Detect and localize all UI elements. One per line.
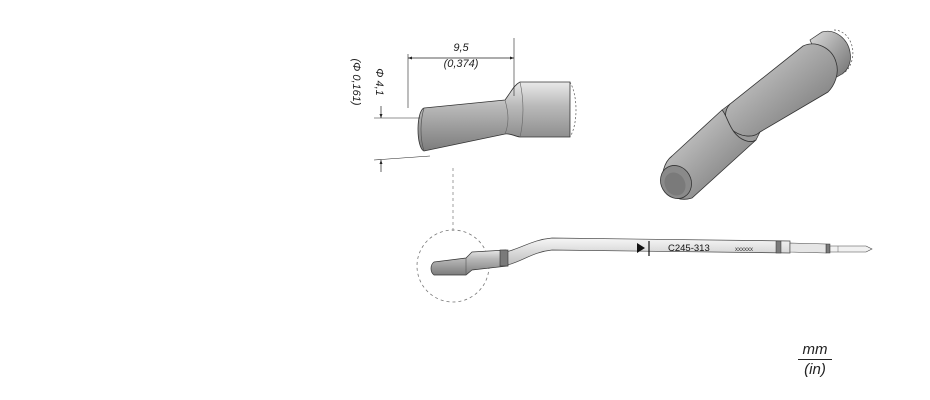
tip-detail-cut-end bbox=[569, 81, 577, 138]
length-in-label: (0,374) bbox=[444, 58, 479, 70]
iso-main-body bbox=[725, 43, 838, 137]
part-reference-label: C245-313 bbox=[668, 243, 710, 254]
cartridge-shaft bbox=[499, 237, 791, 267]
cartridge-tip bbox=[430, 249, 509, 276]
units-legend: mm (in) bbox=[796, 341, 834, 378]
tip-detail-body bbox=[417, 81, 571, 152]
connector-pin bbox=[789, 242, 827, 254]
part-marking-label: xxxxxx bbox=[735, 247, 753, 253]
diameter-mm-label: Φ 4,1 bbox=[373, 68, 385, 96]
tip-isometric-view bbox=[660, 29, 854, 200]
iso-rear-end bbox=[833, 29, 854, 75]
units-divider bbox=[798, 359, 832, 360]
length-mm-label: 9,5 bbox=[453, 42, 469, 54]
cartridge-tip-band bbox=[499, 249, 509, 267]
tip-detail-view bbox=[417, 81, 577, 152]
diameter-in-label: (Φ 0,161) bbox=[350, 58, 362, 105]
units-imperial: (in) bbox=[804, 361, 826, 378]
diameter-dimension: Φ 4,1 (Φ 0,161) bbox=[350, 58, 431, 172]
orientation-arrow-icon bbox=[637, 243, 645, 253]
tip-detail-shoulder-line bbox=[519, 81, 524, 138]
shaft-band-1 bbox=[775, 240, 782, 254]
shaft-band-2 bbox=[825, 243, 831, 254]
iso-tip-face-inner bbox=[664, 172, 686, 196]
tip-detail-chamfer bbox=[420, 107, 425, 152]
tip-detail-step-line bbox=[504, 99, 509, 135]
connector-pin-end bbox=[829, 245, 873, 253]
units-metric: mm bbox=[802, 341, 828, 358]
length-dimension: 9,5 (0,374) bbox=[407, 38, 515, 108]
cartridge-view: C245-313 xxxxxx bbox=[416, 229, 873, 303]
